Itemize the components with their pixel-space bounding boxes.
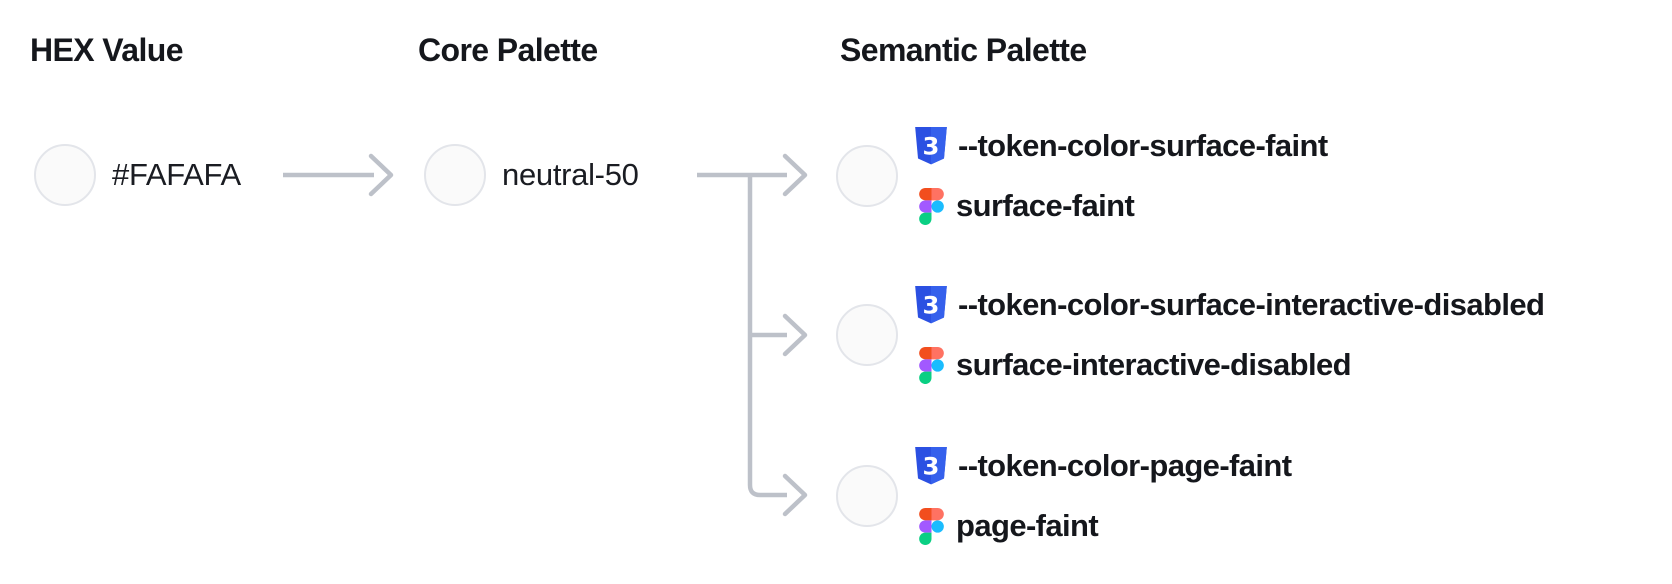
semantic-token-row: 3 --token-color-surface-faint surface-fa… — [836, 116, 1328, 236]
figma-token-label: surface-interactive-disabled — [956, 347, 1352, 382]
figma-token-line: page-faint — [914, 496, 1291, 556]
figma-token-label: page-faint — [956, 508, 1099, 543]
css-token-label: --token-color-surface-interactive-disabl… — [958, 287, 1545, 322]
css3-shield-icon: 3 — [915, 127, 947, 165]
hex-value-label: #FAFAFA — [112, 157, 241, 192]
css-token-line: 3 --token-color-surface-interactive-disa… — [914, 275, 1545, 335]
css3-shield-icon: 3 — [915, 447, 947, 485]
color-swatch — [424, 144, 486, 206]
color-swatch — [836, 465, 898, 527]
color-swatch — [836, 304, 898, 366]
svg-text:3: 3 — [923, 451, 940, 480]
semantic-token-row: 3 --token-color-surface-interactive-disa… — [836, 275, 1545, 395]
core-palette-column-header: Core Palette — [418, 32, 598, 68]
branch-trunk-line — [747, 177, 787, 498]
figma-logo-icon — [919, 507, 944, 545]
arrow-right-icon — [782, 313, 808, 357]
figma-token-line: surface-faint — [914, 176, 1328, 236]
css-token-label: --token-color-page-faint — [958, 448, 1292, 483]
figma-logo-icon — [919, 187, 944, 225]
css3-shield-icon: 3 — [915, 286, 947, 324]
figma-token-label: surface-faint — [956, 188, 1135, 223]
hex-value-column-header: HEX Value — [30, 32, 184, 68]
figma-logo-icon — [919, 346, 944, 384]
svg-text:3: 3 — [923, 290, 940, 319]
arrow-right-icon — [782, 473, 808, 517]
css-token-label: --token-color-surface-faint — [958, 128, 1328, 163]
core-palette-label: neutral-50 — [502, 157, 639, 192]
svg-text:3: 3 — [923, 131, 940, 160]
css-token-line: 3 --token-color-page-faint — [914, 436, 1292, 496]
figma-token-line: surface-interactive-disabled — [914, 335, 1544, 395]
semantic-palette-column-header: Semantic Palette — [840, 32, 1087, 68]
color-swatch — [34, 144, 96, 206]
core-palette-node: neutral-50 — [424, 144, 639, 206]
arrow-right-icon — [368, 153, 394, 197]
color-swatch — [836, 145, 898, 207]
semantic-token-row: 3 --token-color-page-faint page-faint — [836, 436, 1292, 556]
arrow-right-icon — [782, 153, 808, 197]
hex-value-node: #FAFAFA — [34, 144, 241, 206]
css-token-line: 3 --token-color-surface-faint — [914, 116, 1328, 176]
